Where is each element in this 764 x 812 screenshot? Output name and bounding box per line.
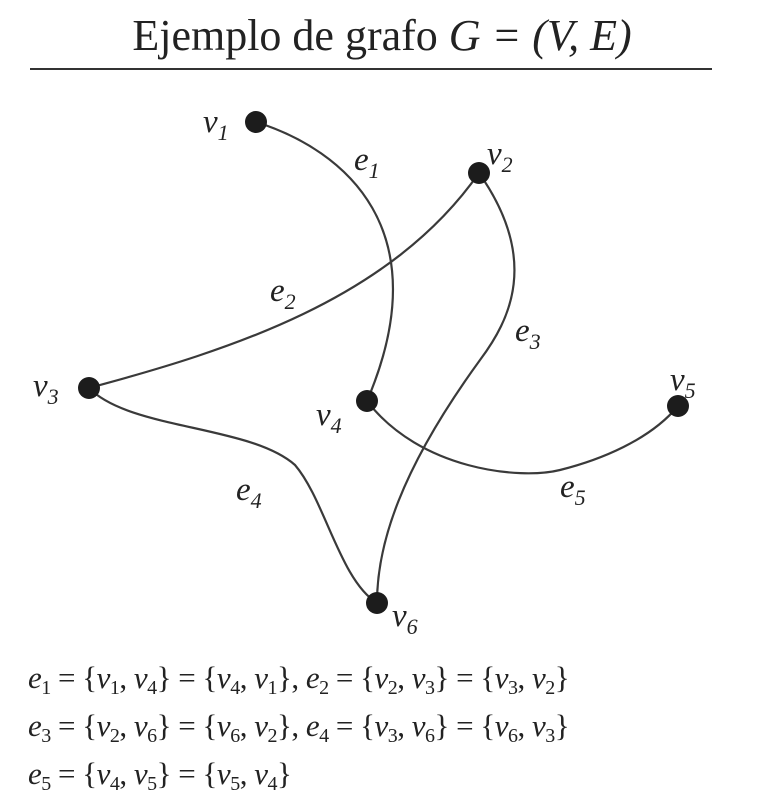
definition-line-1: e1 = {v1, v4} = {v4, v1}, e2 = {v2, v3} …	[28, 660, 570, 699]
vertex-label-v5: v5	[670, 362, 696, 403]
vertex-label-v1: v1	[203, 104, 229, 145]
title-notation: G = (V, E)	[448, 11, 632, 60]
vertex-v4	[356, 390, 378, 412]
edge-e2	[88, 172, 480, 390]
edge-e5	[366, 400, 679, 475]
vertex-label-v4: v4	[316, 397, 342, 438]
edge-label-e1: e1	[354, 142, 380, 183]
labels-layer: e1 e2 e3 e4 e5 v1 v2 v3 v4 v5 v6	[33, 104, 696, 639]
vertex-label-v6: v6	[392, 598, 418, 639]
title-underline	[30, 68, 712, 70]
edge-label-e4: e4	[236, 472, 262, 513]
figure-title: Ejemplo de grafo G = (V, E)	[0, 6, 764, 66]
vertices-layer	[78, 111, 689, 614]
title-prefix: Ejemplo de grafo	[132, 11, 449, 60]
edge-e1	[255, 120, 395, 402]
vertex-v5	[667, 395, 689, 417]
edge-e4	[88, 387, 378, 604]
edge-label-e2: e2	[270, 273, 296, 314]
vertex-label-v3: v3	[33, 368, 59, 409]
definition-line-2: e3 = {v2, v6} = {v6, v2}, e4 = {v3, v6} …	[28, 708, 570, 747]
definition-line-3: e5 = {v4, v5} = {v5, v4}	[28, 756, 292, 795]
edge-e3	[375, 172, 516, 604]
edge-label-e5: e5	[560, 469, 586, 510]
vertex-v2	[468, 162, 490, 184]
vertex-v1	[245, 111, 267, 133]
edge-label-e3: e3	[515, 313, 541, 354]
vertex-label-v2: v2	[487, 136, 513, 177]
vertex-v3	[78, 377, 100, 399]
vertex-v6	[366, 592, 388, 614]
edges-layer	[88, 120, 679, 604]
